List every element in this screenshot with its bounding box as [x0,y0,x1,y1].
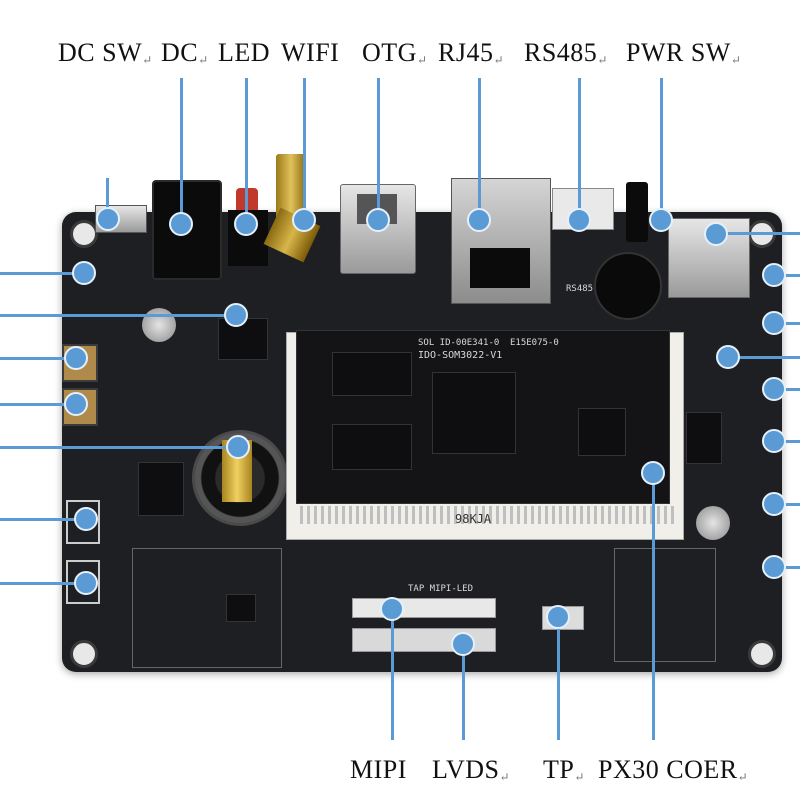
callout-dot-dc-sw [96,207,120,231]
callout-line-left-4 [0,403,70,406]
callout-dot-left-3 [64,346,88,370]
callout-line-dc [180,78,183,218]
callout-line-right-3 [772,322,800,325]
rs485-silk: RS485 [566,284,594,294]
callout-line-otg [377,78,380,218]
slot-silk: 98KJA [455,512,492,526]
label-tp: TP↵ [543,755,585,784]
callout-dot-left-6 [74,507,98,531]
core-board-id-line1: SOL ID-00E341-0 [418,338,500,348]
callout-dot-left-4 [64,392,88,416]
callout-dot-otg [366,208,390,232]
small-chip-ll [226,594,256,622]
mount-hole-bl [70,640,98,668]
mount-hole-tl [70,220,98,248]
callout-line-rj45 [478,78,481,218]
callout-line-tp [557,616,560,740]
callout-dot-right-6 [762,429,786,453]
label-pwr-sw: PWR SW↵ [626,38,742,67]
lower-right-area [614,548,716,662]
callout-dot-right-8 [762,555,786,579]
callout-line-left-2 [0,314,230,317]
callout-dot-pwr-sw [649,208,673,232]
mount-hole-br [748,640,776,668]
callout-line-right-7 [772,503,800,506]
callout-line-left-5 [0,446,232,449]
callout-dot-mipi [380,597,404,621]
callout-line-wifi [303,78,306,218]
callout-line-right-4 [728,356,800,359]
callout-line-right-6 [772,440,800,443]
pmu-chip [578,408,626,456]
label-wifi: WIFI [281,38,340,67]
right-chip [686,412,722,464]
callout-dot-rj45 [467,208,491,232]
callout-dot-right-5 [762,377,786,401]
callout-dot-left-2 [224,303,248,327]
callout-line-right-1 [716,232,800,235]
label-lvds: LVDS↵ [432,755,511,784]
callout-line-px30-core [652,472,655,740]
callout-dot-led [234,212,258,236]
callout-line-left-7 [0,582,80,585]
callout-dot-right-4 [716,345,740,369]
label-rs485: RS485↵ [524,38,608,67]
callout-dot-right-2 [762,263,786,287]
callout-dot-tp [546,605,570,629]
callout-line-left-6 [0,518,80,521]
core-board-id: IDO-SOM3022-V1 [418,350,503,361]
callout-dot-left-7 [74,571,98,595]
callout-dot-left-5 [226,435,250,459]
callout-dot-left-1 [72,261,96,285]
callout-dot-wifi [292,208,316,232]
mipi-fpc-connector [352,598,496,618]
callout-dot-rs485 [567,208,591,232]
label-rj45: RJ45↵ [438,38,505,67]
callout-dot-right-1 [704,222,728,246]
callout-line-right-5 [772,388,800,391]
px30-soc [432,372,516,454]
callout-line-mipi [391,608,394,740]
callout-line-rs485 [578,78,581,218]
right-electrolytic-cap [696,506,730,540]
interface-chip-left [138,462,184,516]
callout-line-right-2 [772,274,800,277]
callout-dot-dc [169,212,193,236]
ram-chip-2 [332,424,412,470]
callout-dot-lvds [451,632,475,656]
callout-line-right-8 [772,566,800,569]
callout-line-pwr-sw [660,78,663,218]
callout-dot-right-3 [762,311,786,335]
buzzer [594,252,662,320]
core-board-stamp: E15E075-0 [510,338,559,348]
rj45-opening [470,248,530,288]
header-1 [66,500,100,544]
label-led: LED [218,38,271,67]
callout-line-left-3 [0,357,70,360]
callout-line-led [245,78,248,218]
label-dc: DC↵ [161,38,209,67]
label-mipi: MIPI [350,755,407,784]
power-switch [626,182,648,242]
electrolytic-cap [142,308,176,342]
callout-line-dc-sw [106,178,109,214]
callout-line-lvds [462,640,465,740]
lower-left-area [132,548,282,668]
callout-dot-right-7 [762,492,786,516]
core-slot-contacts [300,506,676,524]
label-px30-core: PX30 COER↵ [598,755,749,784]
mipi-silk: TAP MIPI-LED [408,584,474,594]
callout-line-left-1 [0,272,82,275]
ram-chip-1 [332,352,412,396]
callout-dot-px30-core [641,461,665,485]
label-dc-sw: DC SW↵ [58,38,153,67]
label-otg: OTG↵ [362,38,428,67]
